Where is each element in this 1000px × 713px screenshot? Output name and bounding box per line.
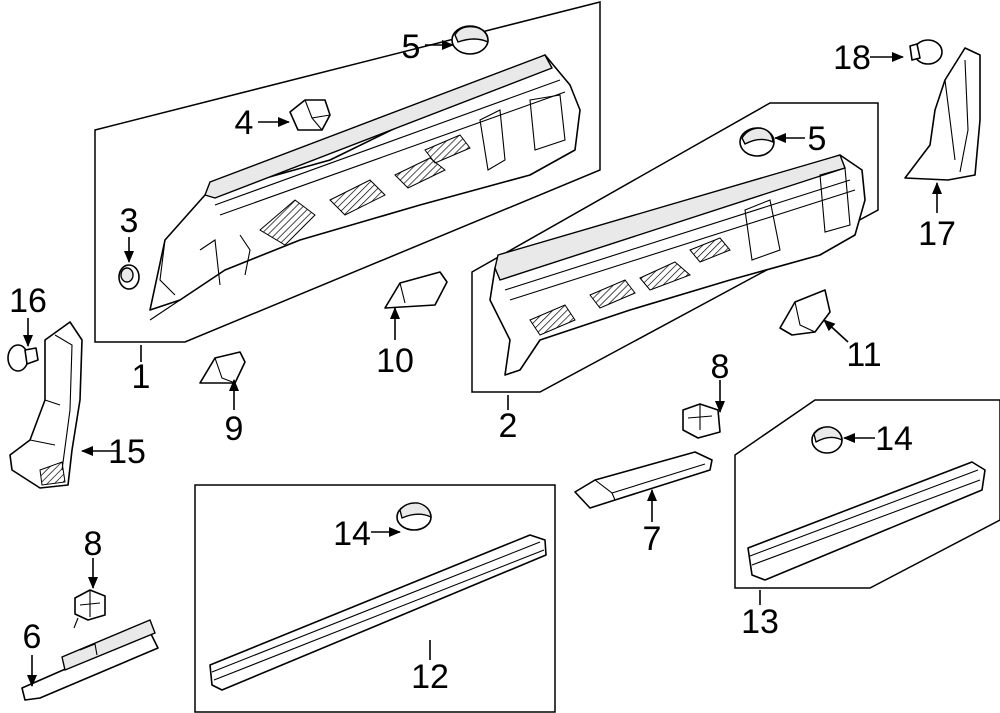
callout-5-lower: 5	[808, 120, 827, 158]
callout-9: 9	[225, 410, 244, 448]
part-3-nut	[118, 264, 140, 290]
part-13-molding	[747, 461, 986, 581]
part-4-clip	[289, 99, 331, 131]
callout-2: 2	[499, 407, 518, 445]
part-15-trim	[9, 321, 83, 489]
part-9-cap	[199, 351, 246, 384]
group-box-12	[194, 484, 556, 713]
callout-1: 1	[132, 358, 151, 396]
part-16-pushpin	[7, 344, 39, 372]
callout-8-right: 8	[711, 348, 730, 386]
callout-3: 3	[120, 202, 139, 240]
part-8-clip-left	[73, 589, 106, 629]
group-box-1	[94, 1, 601, 343]
callout-labels: 1 2 3 4 5 5 6 7 8 8 9 10 11 12 13 14 14 …	[9, 28, 956, 696]
part-10-cap	[384, 271, 448, 309]
part-1-rail	[149, 54, 581, 321]
callout-4: 4	[235, 104, 254, 142]
part-11-cap	[779, 289, 831, 336]
callout-7: 7	[643, 520, 662, 558]
leader-lines	[23, 40, 942, 687]
part-7-sill	[574, 451, 713, 509]
callout-16: 16	[9, 282, 47, 320]
part-6-sill-plate	[21, 619, 159, 701]
part-18-pushpin	[909, 39, 943, 65]
callout-14-center: 14	[333, 515, 371, 553]
part-14-plug-center	[396, 502, 432, 531]
callout-6: 6	[23, 618, 42, 656]
part-12-molding	[209, 534, 547, 691]
callout-17: 17	[918, 215, 956, 253]
part-14-plug-right	[811, 426, 843, 454]
callout-8-left: 8	[84, 525, 103, 563]
part-5-plug-lower	[739, 127, 775, 157]
part-8-clip-right	[682, 403, 721, 439]
callout-5-upper: 5	[402, 28, 421, 66]
callout-15: 15	[108, 433, 146, 471]
part-17-trim	[904, 47, 981, 181]
callout-14-right: 14	[875, 420, 913, 458]
group-box-2	[471, 102, 879, 393]
callout-18: 18	[833, 39, 871, 77]
callout-12: 12	[411, 658, 449, 696]
part-2-rail	[489, 154, 866, 376]
callout-10: 10	[376, 342, 414, 380]
callout-11: 11	[846, 336, 881, 374]
group-box-13	[734, 399, 1000, 589]
callout-13: 13	[741, 603, 779, 641]
part-5-plug-upper	[451, 25, 489, 55]
